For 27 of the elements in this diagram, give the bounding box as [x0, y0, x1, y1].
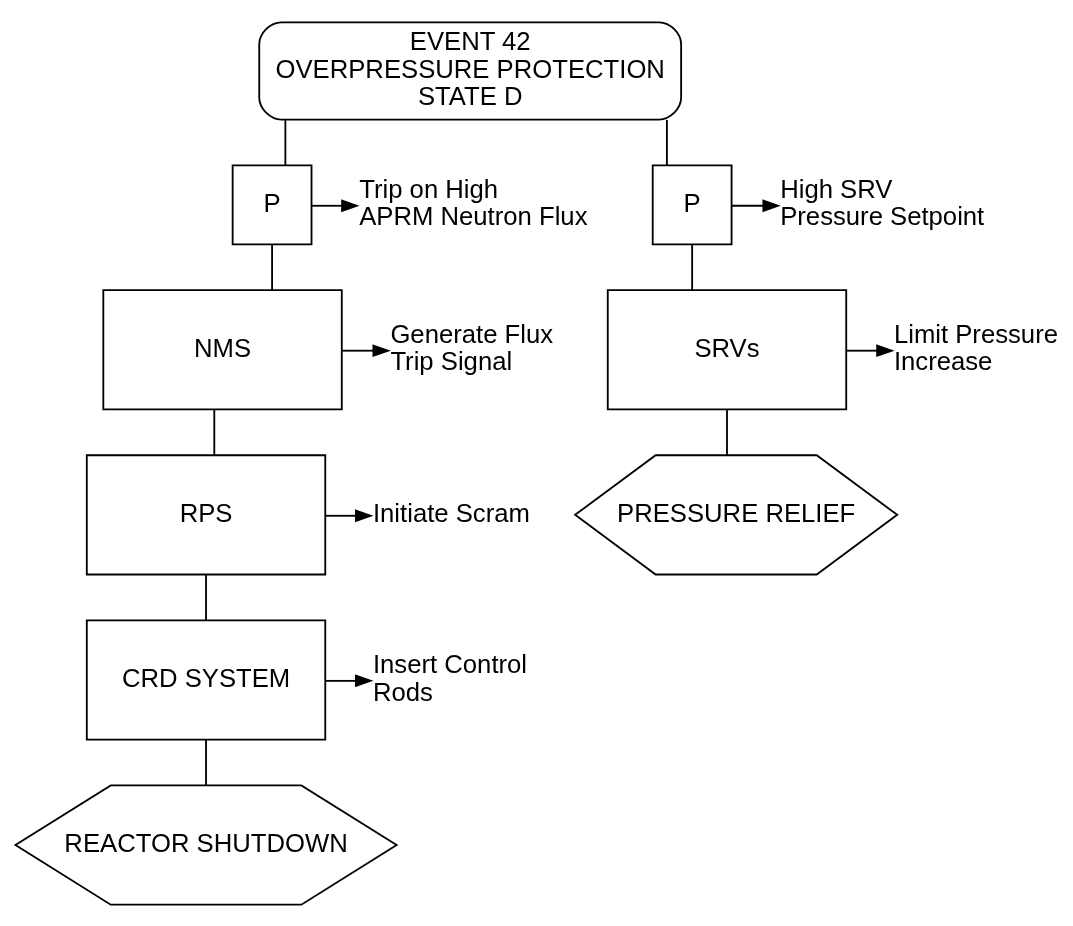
node-text: Trip on High APRM Neutron Flux: [359, 174, 588, 230]
node-box: EVENT 42 OVERPRESSURE PROTECTION STATE D: [258, 20, 683, 120]
connector: [271, 243, 273, 291]
node-box: RPS: [85, 453, 327, 575]
arrow: [324, 673, 374, 687]
connector: [726, 408, 728, 456]
node-box: NMS: [102, 288, 343, 410]
arrow: [845, 343, 895, 357]
node-box: P: [651, 164, 733, 245]
node-box: CRD SYSTEM: [85, 618, 327, 740]
arrow: [325, 508, 374, 522]
node-text: Limit Pressure Increase: [893, 319, 1058, 375]
connector: [213, 408, 216, 456]
node-box: SRVs: [606, 288, 848, 410]
connector: [284, 118, 287, 166]
node-text: Generate Flux Trip Signal: [390, 319, 554, 375]
connector: [205, 738, 207, 786]
arrow: [310, 198, 360, 212]
node-text: Insert Control Rods: [372, 649, 528, 705]
arrow: [341, 343, 391, 357]
connector: [666, 118, 668, 166]
node-box: P: [231, 164, 313, 245]
arrow: [730, 198, 781, 212]
node-text: High SRV Pressure Setpoint: [780, 174, 985, 230]
node-text: Initiate Scram: [372, 498, 530, 527]
connector: [205, 573, 207, 621]
connector: [691, 243, 694, 291]
